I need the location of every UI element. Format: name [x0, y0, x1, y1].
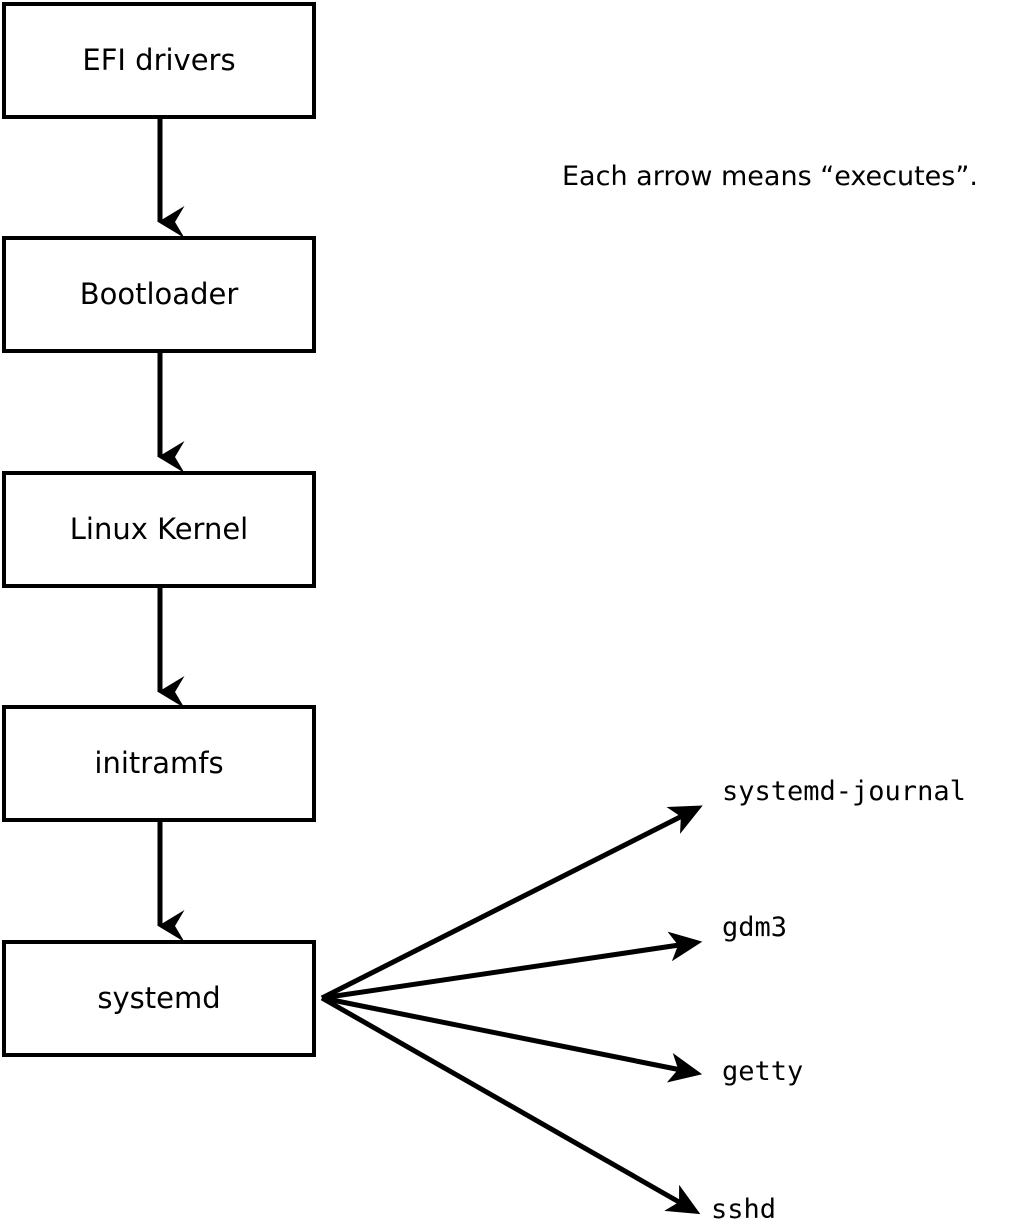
node-linux-kernel[interactable]: Linux Kernel: [2, 471, 316, 588]
leaf-sshd[interactable]: sshd: [711, 1194, 777, 1225]
node-initramfs-label: initramfs: [94, 746, 224, 780]
leaf-systemd-journal[interactable]: systemd-journal: [722, 776, 966, 807]
node-linux-kernel-label: Linux Kernel: [69, 512, 249, 546]
fan-arrow-systemd-to-gdm3: [321, 931, 703, 1001]
node-initramfs[interactable]: initramfs: [2, 705, 316, 822]
node-systemd-label: systemd: [97, 981, 221, 1015]
fan-arrow-systemd-to-sshd: [320, 995, 701, 1215]
fan-arrow-systemd-to-systemd-journal: [320, 805, 703, 1001]
node-efi-drivers-label: EFI drivers: [82, 43, 236, 77]
node-systemd[interactable]: systemd: [2, 940, 316, 1057]
leaf-getty[interactable]: getty: [722, 1056, 804, 1087]
node-bootloader[interactable]: Bootloader: [2, 236, 316, 353]
leaf-gdm3[interactable]: gdm3: [722, 912, 788, 943]
fan-arrow-systemd-to-getty: [321, 995, 703, 1083]
node-efi-drivers[interactable]: EFI drivers: [2, 2, 316, 119]
node-bootloader-label: Bootloader: [79, 277, 239, 311]
legend-note: Each arrow means “executes”.: [562, 161, 978, 192]
